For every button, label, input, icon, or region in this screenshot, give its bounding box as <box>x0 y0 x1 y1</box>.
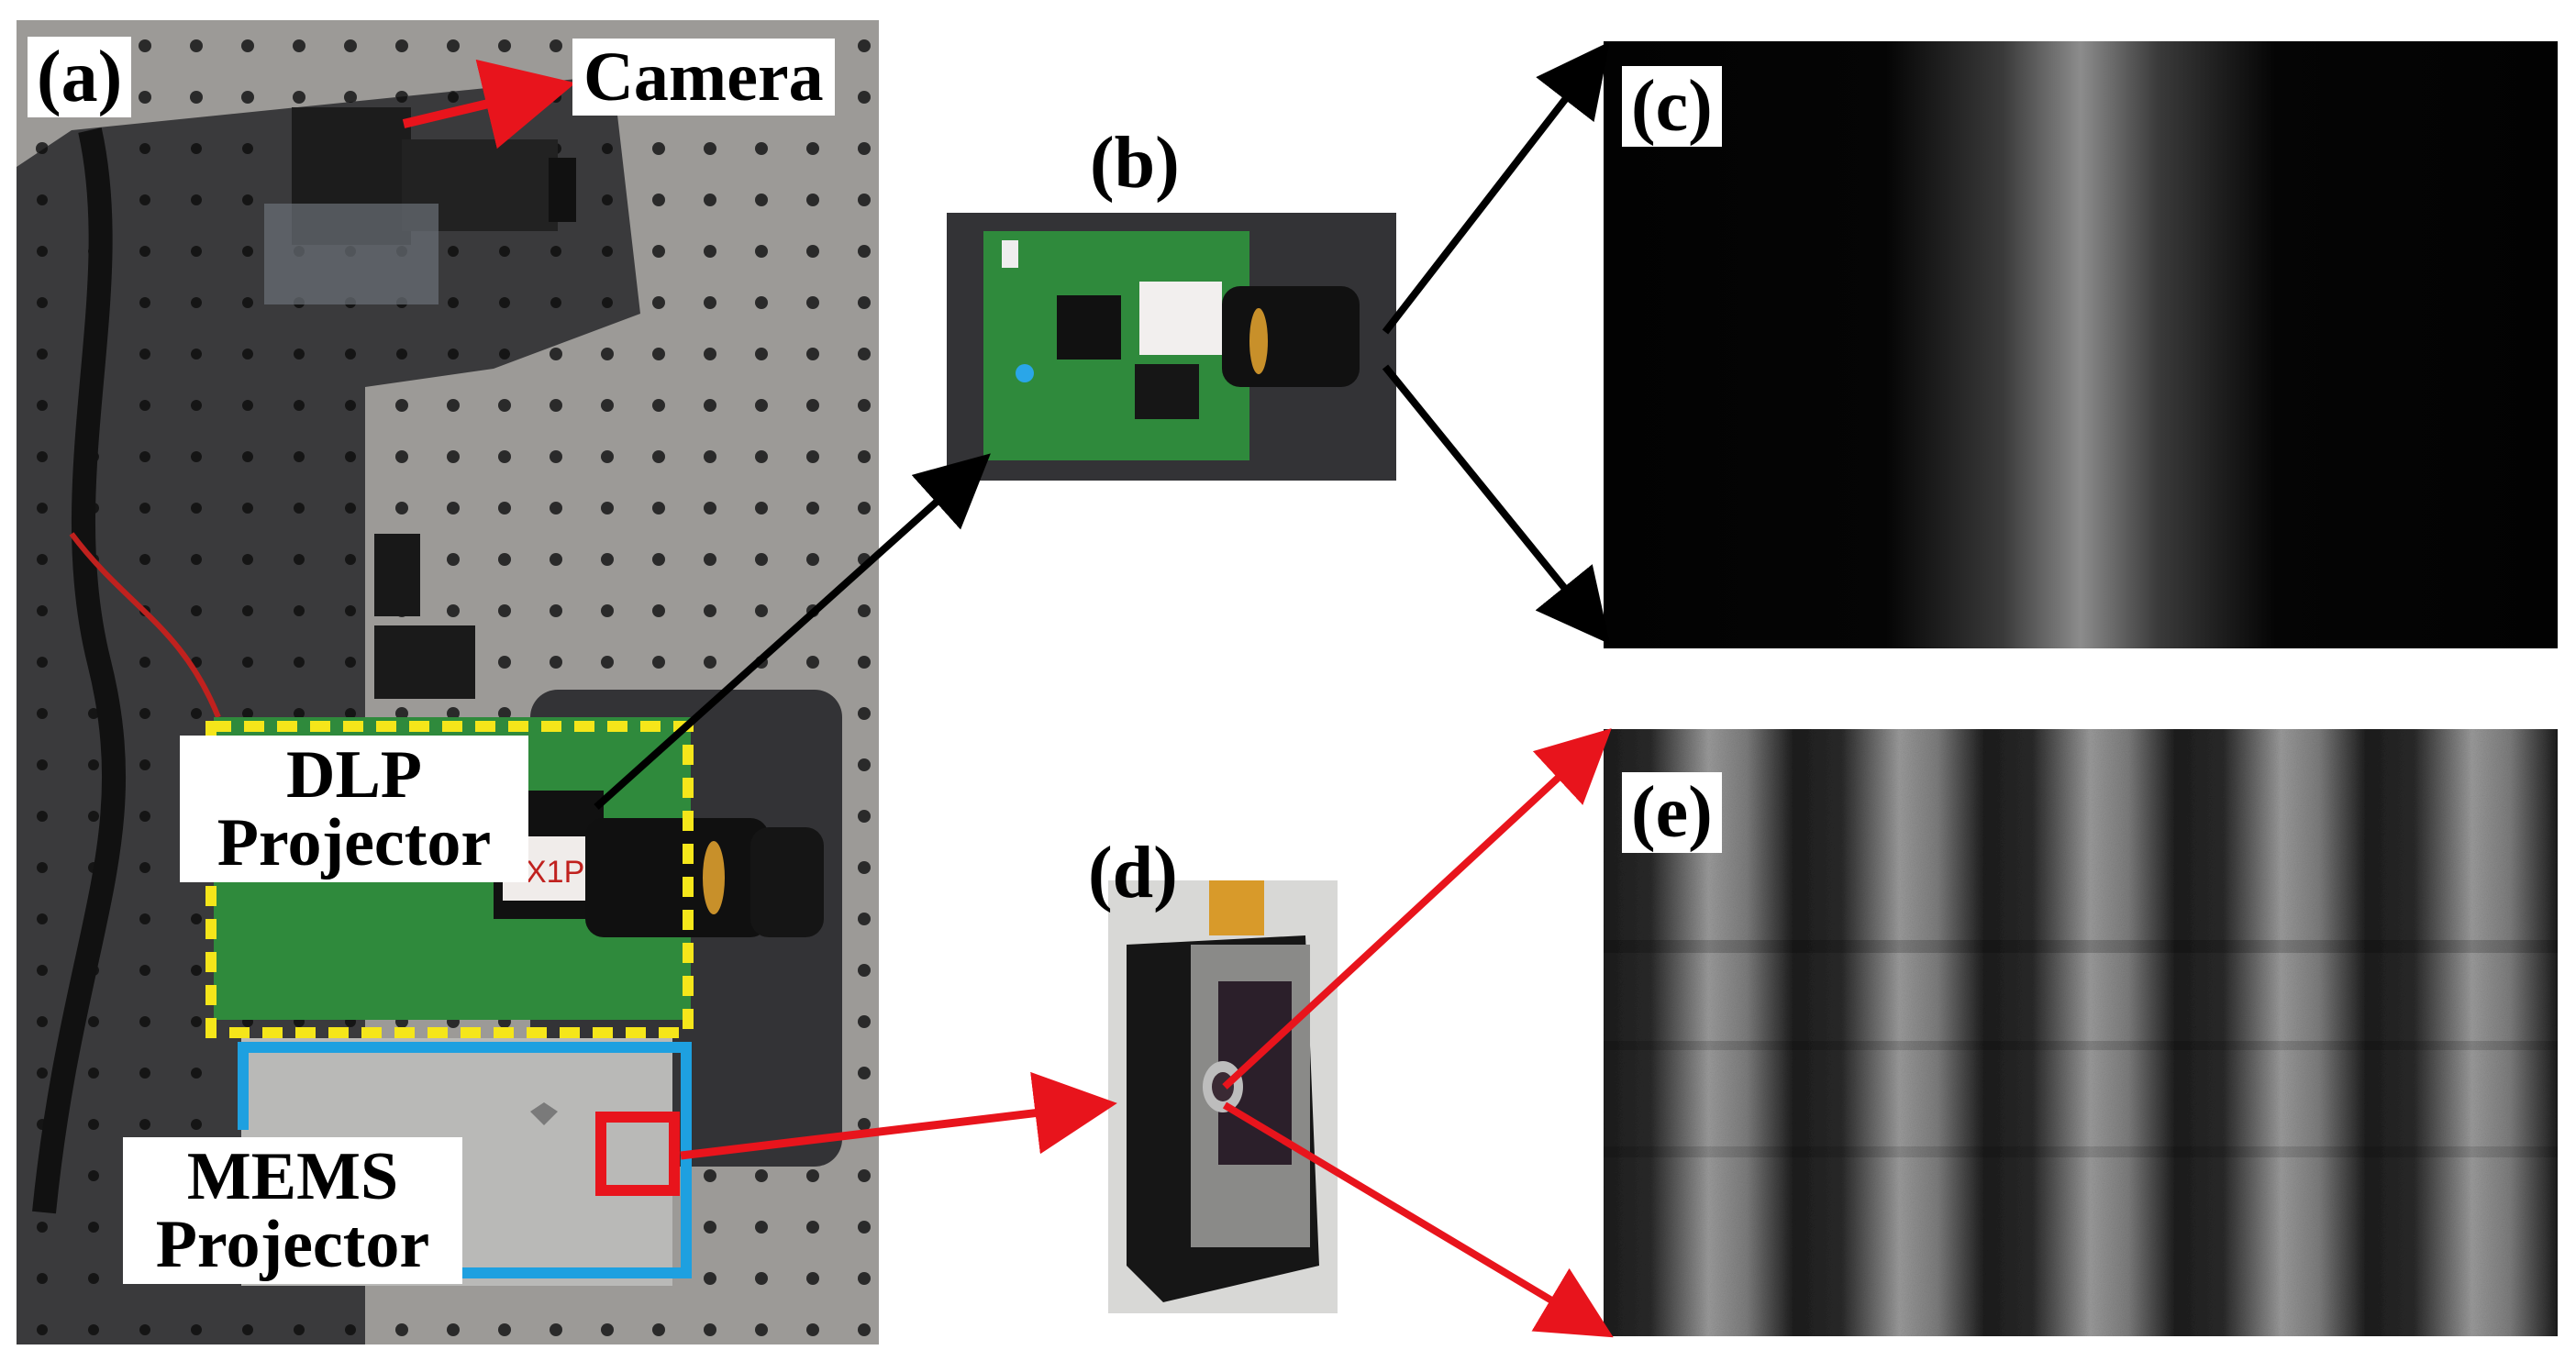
mems-projector-annotation: MEMS Projector <box>123 1137 462 1284</box>
panel-b-dlp-photo <box>947 213 1396 481</box>
mems-fringe-image <box>1604 729 2558 1336</box>
b-to-c-bottom-arrow <box>1382 364 1611 645</box>
dlp-fringe-image <box>1604 41 2558 648</box>
dlp-annotation-line2: Projector <box>217 805 492 880</box>
chip-label: X1P <box>526 855 584 890</box>
panel-label-b: (b) <box>1090 123 1180 204</box>
mems-device-photo <box>1108 880 1338 1313</box>
camera-annotation: Camera <box>572 39 835 116</box>
dlp-board-photo <box>947 213 1396 481</box>
dlp-annotation-line1: DLP <box>286 737 422 813</box>
panel-label-e: (e) <box>1622 772 1722 853</box>
mems-annotation-line2: Projector <box>155 1207 430 1282</box>
dlp-projector-annotation: DLP Projector <box>180 736 528 882</box>
panel-label-d: (d) <box>1088 833 1178 913</box>
panel-label-c: (c) <box>1622 66 1722 147</box>
panel-e-mems-fringe <box>1604 729 2558 1336</box>
panel-d-mems-photo <box>1108 880 1338 1313</box>
mems-annotation-line1: MEMS <box>186 1139 399 1214</box>
panel-c-dlp-fringe <box>1604 41 2558 648</box>
panel-label-a: (a) <box>28 37 132 117</box>
b-to-c-top-arrow <box>1382 41 1610 335</box>
